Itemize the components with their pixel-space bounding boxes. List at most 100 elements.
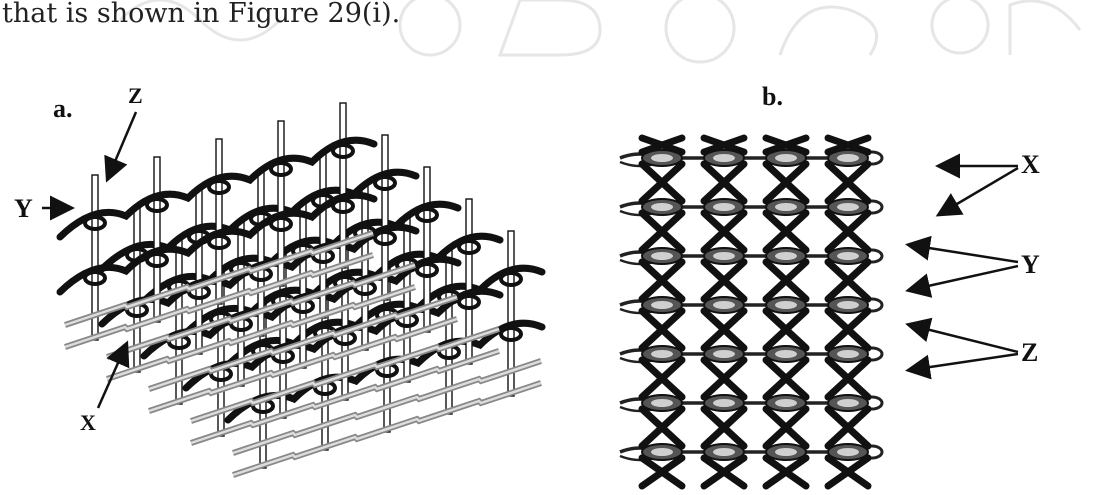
y-loop-eye xyxy=(269,161,293,177)
x-weft-highlight xyxy=(106,285,416,381)
x-strand xyxy=(762,307,810,352)
y-loop-yarn xyxy=(56,136,378,241)
x-strand xyxy=(824,454,872,490)
knot-highlight xyxy=(713,399,735,407)
x-strand xyxy=(700,454,748,490)
x-strand xyxy=(824,356,872,401)
panel-b-x-label: X xyxy=(1021,150,1040,179)
knot-highlight xyxy=(837,301,859,309)
panel-b-y-arrow-2 xyxy=(905,264,1019,298)
x-strand xyxy=(700,160,748,205)
y-loop-eye xyxy=(499,271,523,287)
panel-b-y-label: Y xyxy=(1021,250,1040,279)
x-weft-highlight xyxy=(232,381,542,477)
x-strand xyxy=(762,160,810,205)
y-loop-yarn xyxy=(182,232,504,337)
panel-a-x-label: X xyxy=(80,410,96,435)
x-weft-highlight xyxy=(64,253,374,349)
knot-highlight xyxy=(651,448,673,456)
panel-a-3d-weave-illustration xyxy=(56,102,546,478)
knot-highlight xyxy=(713,350,735,358)
x-strand xyxy=(700,405,748,450)
x-weft-highlight xyxy=(232,359,542,455)
knot-highlight xyxy=(775,252,797,260)
y-loop-eye xyxy=(457,294,481,310)
y-loop-eye xyxy=(207,179,231,195)
y-loop-eye xyxy=(269,216,293,232)
x-strand xyxy=(700,307,748,352)
knot-highlight xyxy=(713,301,735,309)
knot-highlight xyxy=(713,448,735,456)
x-weft-highlight xyxy=(190,327,500,423)
panel-b-y-arrow-1 xyxy=(905,235,1019,264)
y-loop-yarn xyxy=(56,191,378,296)
x-strand xyxy=(824,160,872,205)
knot-highlight xyxy=(775,399,797,407)
panel-a-arrows xyxy=(42,111,138,409)
y-loop-eye xyxy=(457,239,481,255)
x-strand xyxy=(638,134,686,156)
x-strand xyxy=(700,209,748,254)
y-loop-eye xyxy=(331,198,355,214)
y-loop-eye xyxy=(145,252,169,268)
x-strand xyxy=(638,160,686,205)
x-weft-highlight xyxy=(148,295,458,391)
y-loop-eye xyxy=(83,215,107,231)
panel-b-z-arrow-1 xyxy=(905,317,1019,354)
y-loop-eye xyxy=(331,143,355,159)
x-strand xyxy=(824,209,872,254)
x-weft-highlight xyxy=(190,349,500,445)
panel-a-yarn-structure xyxy=(56,102,546,478)
knot-highlight xyxy=(713,252,735,260)
panel-a-z-label: Z xyxy=(128,83,143,108)
panel-b-label: b. xyxy=(762,82,783,111)
y-loop-eye xyxy=(373,175,397,191)
knot-highlight xyxy=(775,203,797,211)
knot-highlight xyxy=(837,203,859,211)
knot-highlight xyxy=(837,252,859,260)
panel-b-z-arrow-2 xyxy=(905,352,1019,380)
knot-highlight xyxy=(651,203,673,211)
knot-highlight xyxy=(837,448,859,456)
panel-a-label: a. xyxy=(53,94,73,123)
x-strand xyxy=(762,258,810,303)
x-strand xyxy=(824,307,872,352)
y-loop-eye xyxy=(499,326,523,342)
y-loop-yarn xyxy=(140,200,462,305)
x-strand xyxy=(638,405,686,450)
x-strand xyxy=(762,209,810,254)
knot-highlight xyxy=(775,350,797,358)
x-strand xyxy=(700,356,748,401)
panel-b-cross-section-illustration xyxy=(619,134,884,490)
panel-a-z-arrow xyxy=(104,111,138,183)
x-strand xyxy=(638,356,686,401)
panel-b-yarn-structure xyxy=(619,134,884,490)
knot-highlight xyxy=(775,301,797,309)
x-strand xyxy=(638,258,686,303)
knot-highlight xyxy=(775,448,797,456)
knot-highlight xyxy=(713,203,735,211)
knot-highlight xyxy=(837,399,859,407)
knot-highlight xyxy=(651,301,673,309)
y-loop-yarn xyxy=(98,168,420,273)
y-loop-eye xyxy=(415,207,439,223)
knot-highlight xyxy=(651,154,673,162)
x-strand xyxy=(824,134,872,156)
panel-b-z-label: Z xyxy=(1021,338,1039,367)
y-loop-eye xyxy=(145,197,169,213)
x-strand xyxy=(638,307,686,352)
x-strand xyxy=(762,356,810,401)
x-strand xyxy=(762,454,810,490)
knot-highlight xyxy=(837,350,859,358)
x-weft-highlight xyxy=(148,317,458,413)
knot-highlight xyxy=(837,154,859,162)
x-strand xyxy=(638,209,686,254)
x-strand xyxy=(824,258,872,303)
x-strand xyxy=(700,258,748,303)
x-strand xyxy=(638,454,686,490)
panel-a-x-arrow xyxy=(96,340,130,409)
y-loop-eye xyxy=(415,262,439,278)
y-loop-eye xyxy=(83,270,107,286)
